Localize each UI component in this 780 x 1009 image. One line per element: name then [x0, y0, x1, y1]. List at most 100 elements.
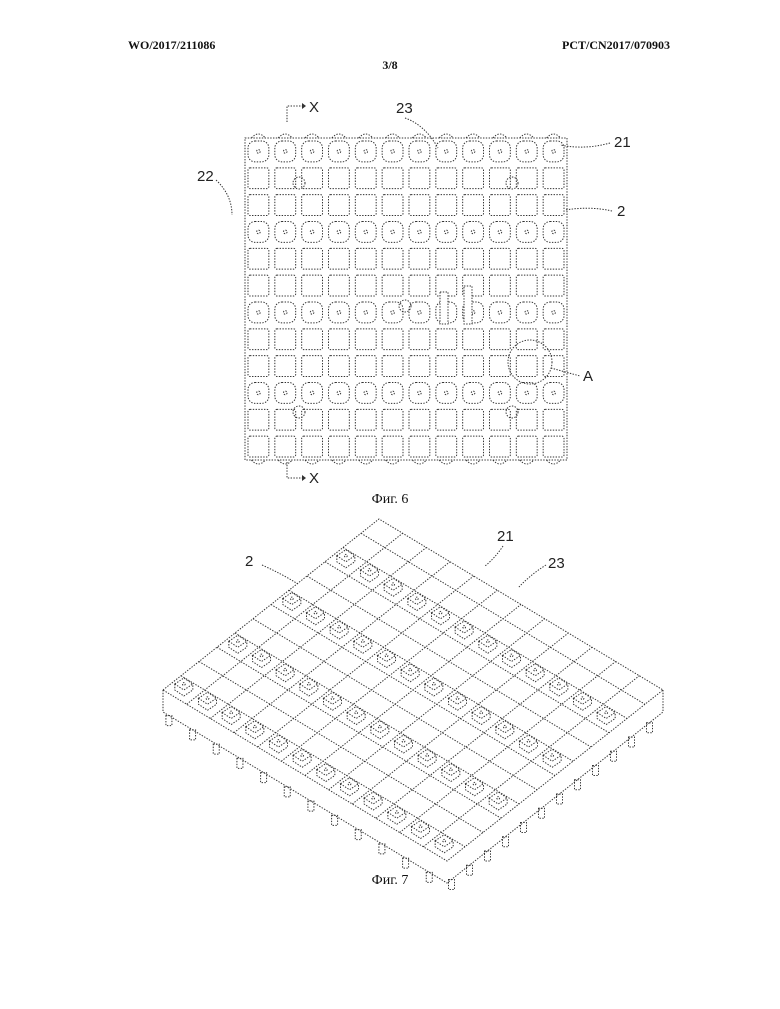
- raised-block: [435, 835, 453, 847]
- ref-label-22: 22: [197, 168, 214, 185]
- grid-cell: [490, 436, 511, 457]
- grid-cell: [463, 409, 484, 430]
- cell-hole: [391, 230, 395, 234]
- grid-cell: [248, 222, 269, 243]
- grid-cell: [409, 409, 430, 430]
- grid-cells: [248, 134, 564, 464]
- raised-block: [472, 707, 490, 719]
- grid-cell: [516, 356, 537, 377]
- section-mark-top: X: [287, 99, 319, 122]
- raised-block: [408, 593, 426, 605]
- grid-cell: [436, 436, 457, 457]
- raised-block: [175, 678, 193, 690]
- grid-cell: [302, 436, 323, 457]
- cell-hole: [257, 311, 261, 315]
- raised-block: [384, 578, 402, 590]
- raised-block: [388, 806, 406, 818]
- grid-cell: [302, 168, 323, 189]
- grid-cell: [355, 409, 376, 430]
- grid-cell: [275, 329, 296, 350]
- cell-hole: [552, 150, 556, 154]
- raised-block: [574, 692, 592, 704]
- grid-cell: [409, 195, 430, 216]
- edge-bump: [332, 134, 346, 138]
- grid-cell: [329, 329, 350, 350]
- grid-cell: [382, 383, 403, 404]
- grid-line: [271, 605, 555, 776]
- grid-cell: [436, 356, 457, 377]
- grid-cell: [302, 383, 323, 404]
- grid-cell: [329, 302, 350, 323]
- cell-hole: [257, 391, 261, 395]
- grid-cell: [463, 436, 484, 457]
- grid-cell: [543, 436, 564, 457]
- raised-block: [246, 721, 264, 733]
- edge-bump: [439, 460, 453, 464]
- cell-hole: [283, 311, 287, 315]
- edge-bump: [386, 134, 400, 138]
- raised-block: [361, 564, 379, 576]
- grid-cell: [409, 141, 430, 162]
- grid-cell: [302, 222, 323, 243]
- grid-cell: [490, 168, 511, 189]
- grid-cell: [382, 195, 403, 216]
- plate-side-outline: [163, 690, 663, 883]
- leader-2: [262, 565, 298, 584]
- raised-block: [378, 650, 396, 662]
- mounting-hole: [293, 177, 305, 189]
- raised-block: [341, 778, 359, 790]
- edge-bump: [547, 134, 561, 138]
- cell-hole: [257, 150, 261, 154]
- grid-cell: [275, 302, 296, 323]
- cell-hole: [552, 391, 556, 395]
- grid-cell: [516, 383, 537, 404]
- raised-block: [300, 678, 318, 690]
- cell-hole: [525, 230, 529, 234]
- raised-block: [371, 721, 389, 733]
- edge-bump: [359, 460, 373, 464]
- raised-block: [597, 707, 615, 719]
- grid-cell: [516, 409, 537, 430]
- grid-cell: [490, 275, 511, 296]
- cell-hole: [418, 391, 422, 395]
- cell-hole: [444, 150, 448, 154]
- raised-block: [550, 678, 568, 690]
- grid-cell: [516, 141, 537, 162]
- ref-label-23: 23: [548, 555, 565, 572]
- ref-label-21: 21: [497, 528, 514, 545]
- grid-cell: [355, 168, 376, 189]
- grid-cell: [355, 248, 376, 269]
- raised-block: [253, 650, 271, 662]
- edge-bump: [305, 460, 319, 464]
- grid-cell: [248, 436, 269, 457]
- plate-blocks: [175, 550, 615, 853]
- grid-cell: [302, 248, 323, 269]
- cell-hole: [525, 150, 529, 154]
- grid-cell: [436, 248, 457, 269]
- grid-cell: [275, 275, 296, 296]
- grid-cell: [329, 141, 350, 162]
- edge-bump: [439, 134, 453, 138]
- raised-block: [455, 621, 473, 633]
- edge-bump: [251, 460, 265, 464]
- grid-cell: [463, 222, 484, 243]
- grid-cell: [329, 168, 350, 189]
- raised-block: [425, 678, 443, 690]
- cell-hole: [310, 230, 314, 234]
- cell-hole: [283, 391, 287, 395]
- cell-hole: [418, 150, 422, 154]
- grid-cell: [302, 275, 323, 296]
- ref-label-2: 2: [617, 203, 625, 220]
- cell-hole: [310, 150, 314, 154]
- grid-cell: [543, 141, 564, 162]
- grid-cell: [490, 141, 511, 162]
- grid-cell: [275, 141, 296, 162]
- grid-cell: [516, 329, 537, 350]
- grid-cell: [329, 222, 350, 243]
- grid-cell: [516, 195, 537, 216]
- cell-hole: [337, 391, 341, 395]
- edge-tooth: [647, 723, 653, 733]
- mounting-hole: [293, 406, 305, 418]
- grid-cell: [382, 168, 403, 189]
- cell-hole: [283, 150, 287, 154]
